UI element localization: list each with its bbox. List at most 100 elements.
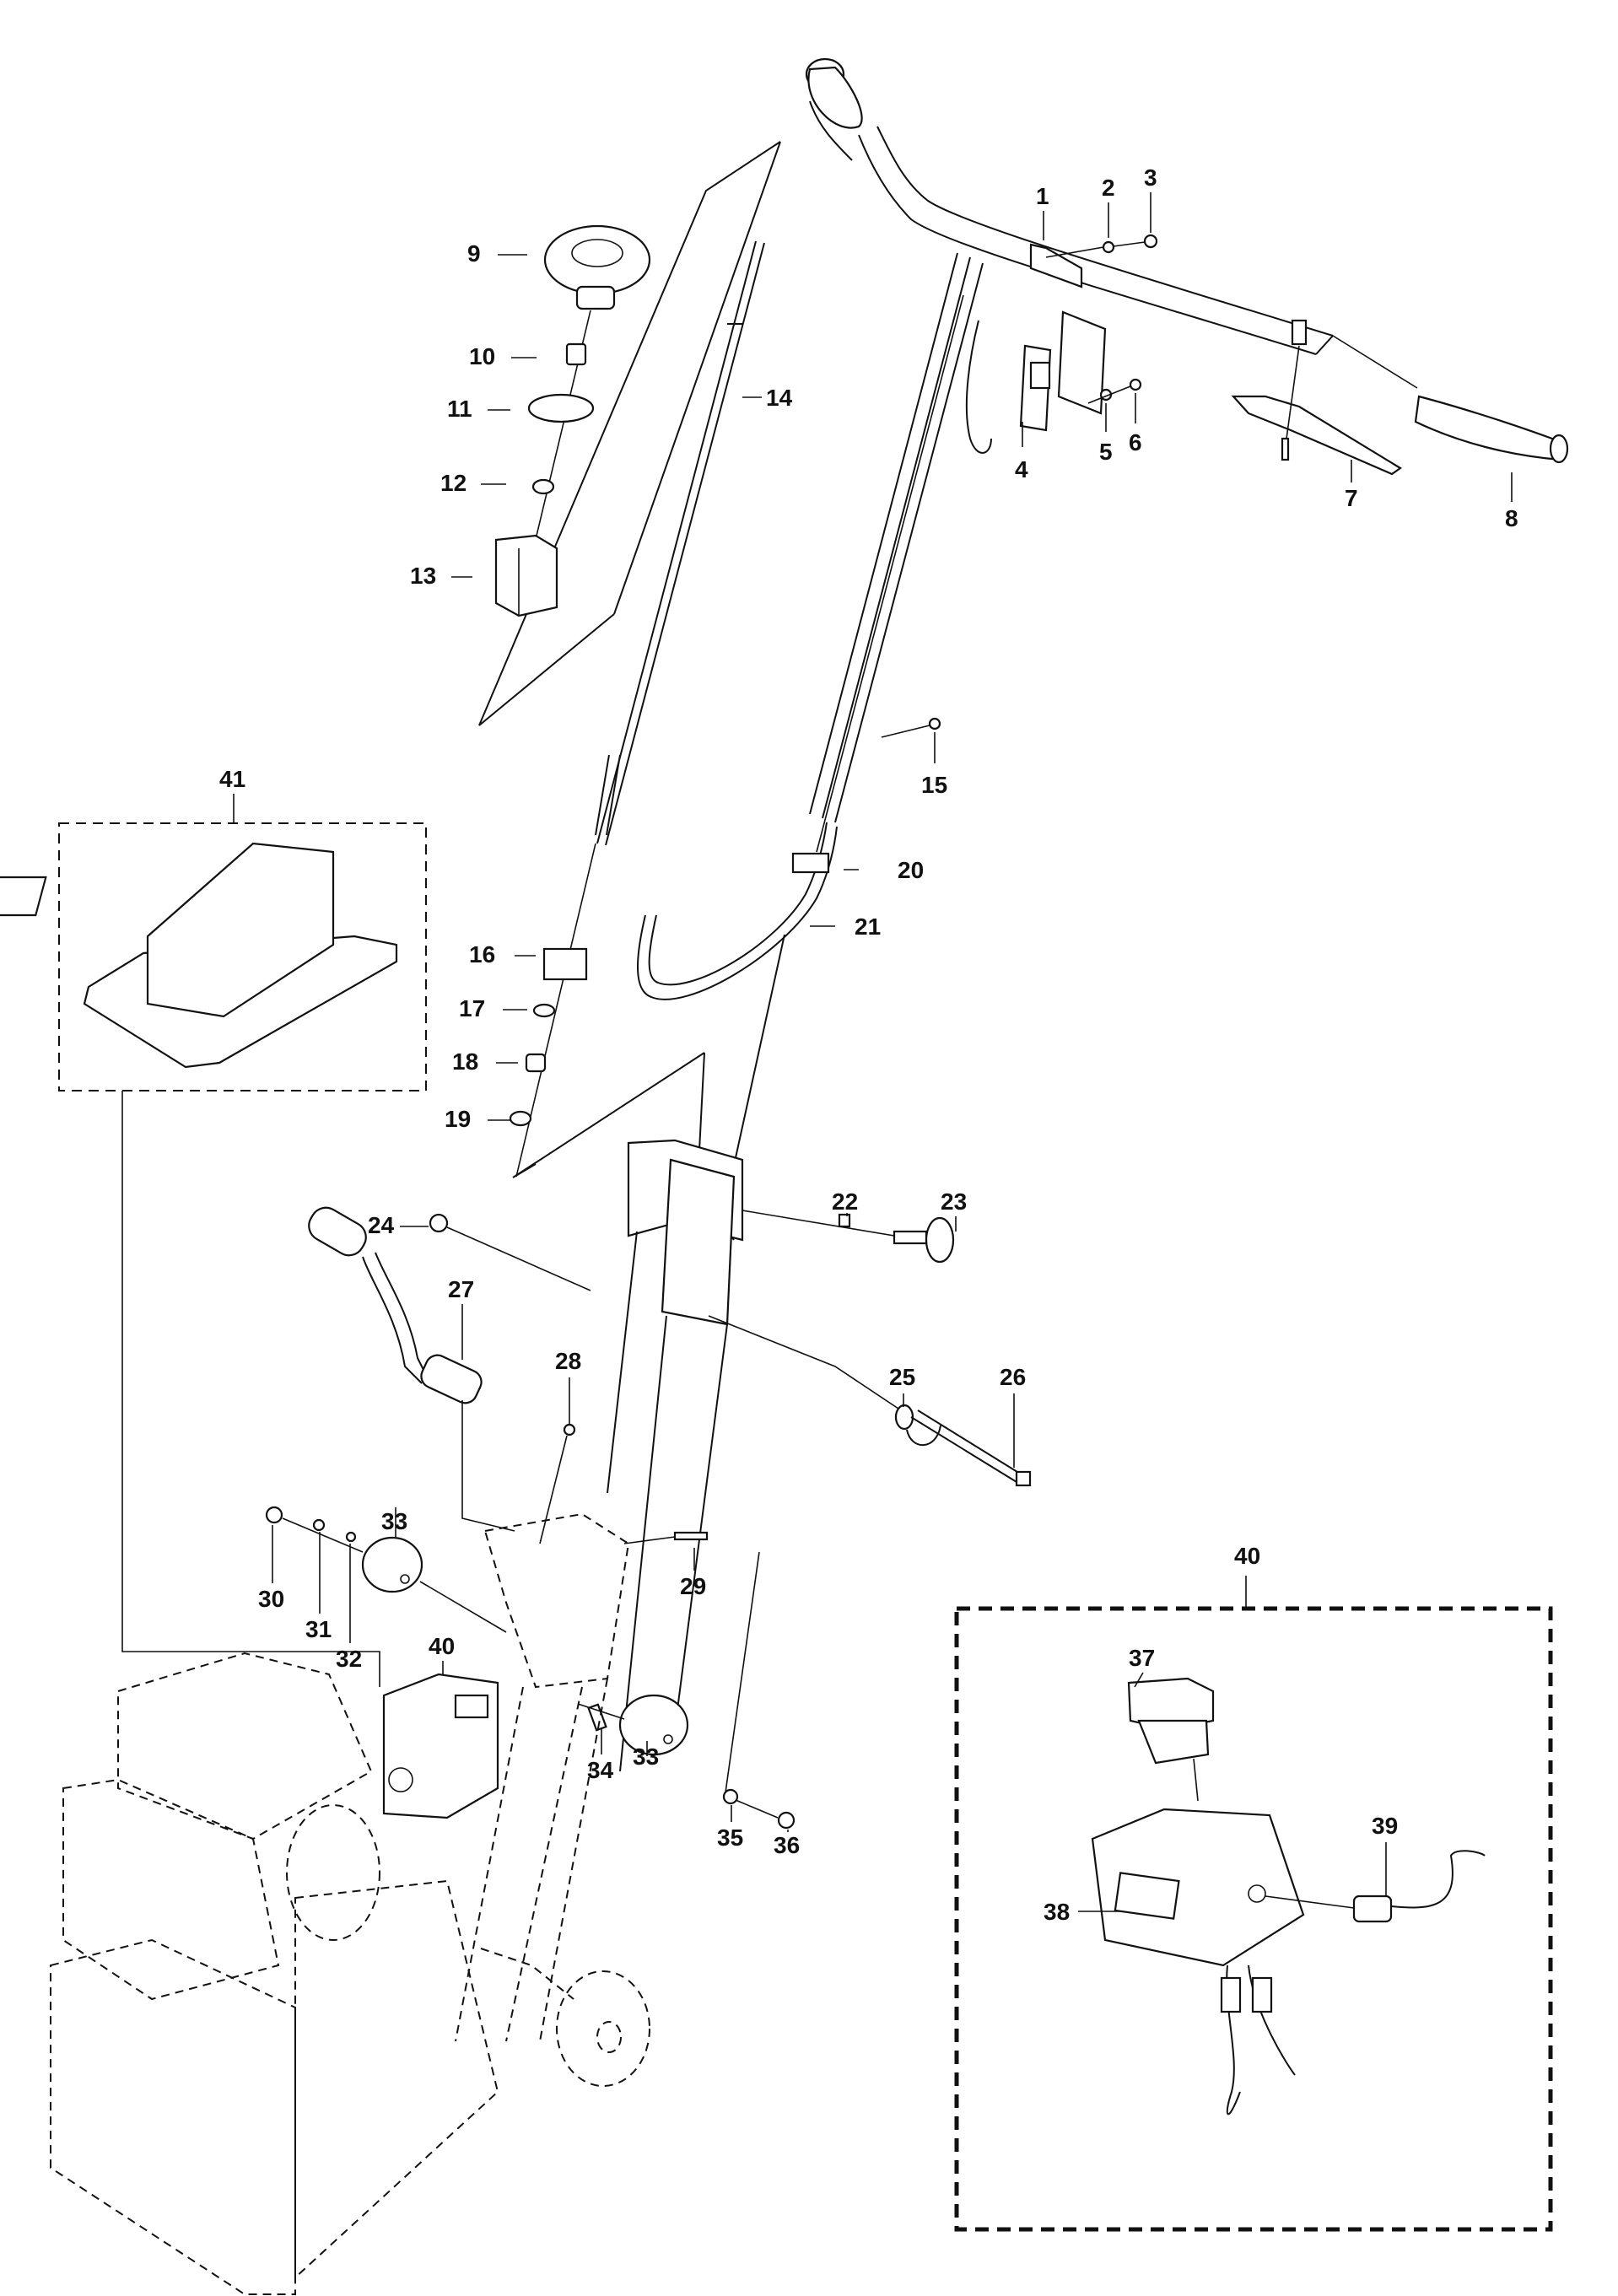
screw-icon bbox=[777, 1811, 796, 1830]
switch-box-detail-icon bbox=[1091, 1808, 1305, 1967]
leader bbox=[742, 1210, 920, 1241]
lock-nut-icon bbox=[509, 1110, 532, 1127]
screw-icon bbox=[265, 1506, 283, 1524]
part-label-36: 36 bbox=[774, 1832, 800, 1858]
nut-icon bbox=[525, 1053, 547, 1073]
leader bbox=[725, 1551, 760, 1793]
adjusting-rod bbox=[595, 240, 765, 846]
lock-washer-icon bbox=[345, 1531, 357, 1543]
bracket-icon bbox=[1029, 243, 1083, 288]
part-label-33b: 33 bbox=[633, 1744, 659, 1770]
lock-pin-ring bbox=[906, 1425, 941, 1447]
block-icon bbox=[542, 947, 588, 981]
washer-icon bbox=[722, 1788, 739, 1805]
washer-icon bbox=[1102, 240, 1115, 254]
part-label-13: 13 bbox=[410, 563, 436, 589]
part-label-4: 4 bbox=[1015, 456, 1028, 482]
part-label-14: 14 bbox=[766, 385, 793, 411]
lever-icon bbox=[1231, 319, 1403, 476]
grease-nipple-icon bbox=[563, 1423, 576, 1436]
part-label-37: 37 bbox=[1129, 1645, 1155, 1671]
part-label-35: 35 bbox=[717, 1824, 743, 1851]
assembly-axis bbox=[515, 843, 596, 1178]
pin-icon bbox=[673, 1531, 709, 1541]
handle-tube bbox=[809, 252, 984, 853]
part-label-34: 34 bbox=[587, 1757, 614, 1783]
part-label-6: 6 bbox=[1129, 429, 1142, 455]
switch-unit-icon bbox=[1019, 310, 1107, 432]
part-label-41: 41 bbox=[219, 766, 245, 792]
leader bbox=[539, 1435, 568, 1544]
explode-plane-upper bbox=[478, 141, 781, 726]
kit-box-41 bbox=[58, 822, 427, 1091]
switch-cable bbox=[965, 320, 992, 454]
part-label-19: 19 bbox=[445, 1106, 471, 1132]
part-label-22: 22 bbox=[832, 1188, 858, 1215]
hand-grip-icon bbox=[1414, 395, 1569, 464]
part-label-40a: 40 bbox=[429, 1633, 455, 1659]
part-labels: 1 2 3 4 5 6 7 8 9 10 11 12 13 14 15 16 1… bbox=[219, 164, 1518, 1925]
part-label-27: 27 bbox=[448, 1276, 474, 1302]
grip-axis bbox=[1332, 335, 1418, 389]
leader bbox=[446, 1226, 591, 1291]
label-leaders bbox=[233, 192, 1513, 1896]
kit-41-leader bbox=[121, 1091, 380, 1687]
explode-plane-lower bbox=[512, 1052, 705, 1178]
part-label-38: 38 bbox=[1044, 1899, 1070, 1925]
knob-screw-icon bbox=[893, 1216, 955, 1264]
leader bbox=[1087, 385, 1131, 404]
cable-gland-icon bbox=[1352, 1850, 1486, 1923]
lock-washer-icon bbox=[531, 478, 555, 495]
part-label-33a: 33 bbox=[381, 1508, 407, 1534]
part-label-21: 21 bbox=[855, 914, 881, 940]
switch-box-kit-icon bbox=[0, 842, 398, 1069]
screw-icon bbox=[1129, 378, 1142, 391]
cable-icon bbox=[636, 822, 838, 1000]
rubber-buffer-icon bbox=[618, 1694, 689, 1756]
part-label-26: 26 bbox=[1000, 1364, 1026, 1390]
part-label-18: 18 bbox=[452, 1048, 478, 1075]
kit-box-40 bbox=[954, 1606, 1553, 2232]
part-label-28: 28 bbox=[555, 1348, 581, 1374]
screw-icon bbox=[1143, 234, 1158, 249]
leader bbox=[708, 1315, 912, 1418]
washer-icon bbox=[527, 393, 595, 423]
leader bbox=[461, 1400, 515, 1532]
part-label-10: 10 bbox=[469, 343, 495, 369]
part-label-15: 15 bbox=[921, 772, 947, 798]
rubber-buffer-icon bbox=[361, 1536, 423, 1593]
washer-icon bbox=[532, 1003, 556, 1018]
part-label-40b: 40 bbox=[1234, 1543, 1260, 1569]
part-label-39: 39 bbox=[1372, 1813, 1398, 1839]
leader bbox=[623, 1536, 676, 1544]
part-label-32: 32 bbox=[336, 1646, 362, 1672]
part-label-16: 16 bbox=[469, 941, 495, 967]
part-label-24: 24 bbox=[368, 1212, 395, 1238]
switch-box-icon bbox=[382, 1673, 499, 1819]
part-label-20: 20 bbox=[898, 857, 924, 883]
leader bbox=[1113, 241, 1146, 247]
wheel-dashed bbox=[480, 1948, 650, 2087]
part-label-23: 23 bbox=[941, 1188, 967, 1215]
cable-bundle-icon bbox=[1220, 1965, 1296, 2115]
star-knob-icon bbox=[543, 224, 651, 310]
motor-dashed bbox=[50, 1652, 499, 2295]
nut-icon bbox=[565, 342, 587, 366]
nut-icon bbox=[429, 1213, 449, 1233]
part-label-1: 1 bbox=[1036, 183, 1049, 209]
leader bbox=[735, 1799, 779, 1819]
handlebar bbox=[805, 57, 1334, 355]
leader-line bbox=[1134, 1672, 1144, 1688]
rocker-switch-icon bbox=[1127, 1677, 1215, 1765]
leader bbox=[282, 1517, 364, 1553]
part-label-12: 12 bbox=[440, 470, 467, 496]
stud-icon bbox=[587, 1703, 607, 1732]
sleeve-icon bbox=[838, 1213, 851, 1228]
screw-icon bbox=[928, 717, 941, 730]
part-label-3: 3 bbox=[1144, 164, 1157, 191]
part-label-25: 25 bbox=[889, 1364, 915, 1390]
part-label-5: 5 bbox=[1099, 439, 1113, 465]
explode-plane-upper-edge bbox=[613, 141, 781, 615]
part-label-31: 31 bbox=[305, 1616, 332, 1642]
